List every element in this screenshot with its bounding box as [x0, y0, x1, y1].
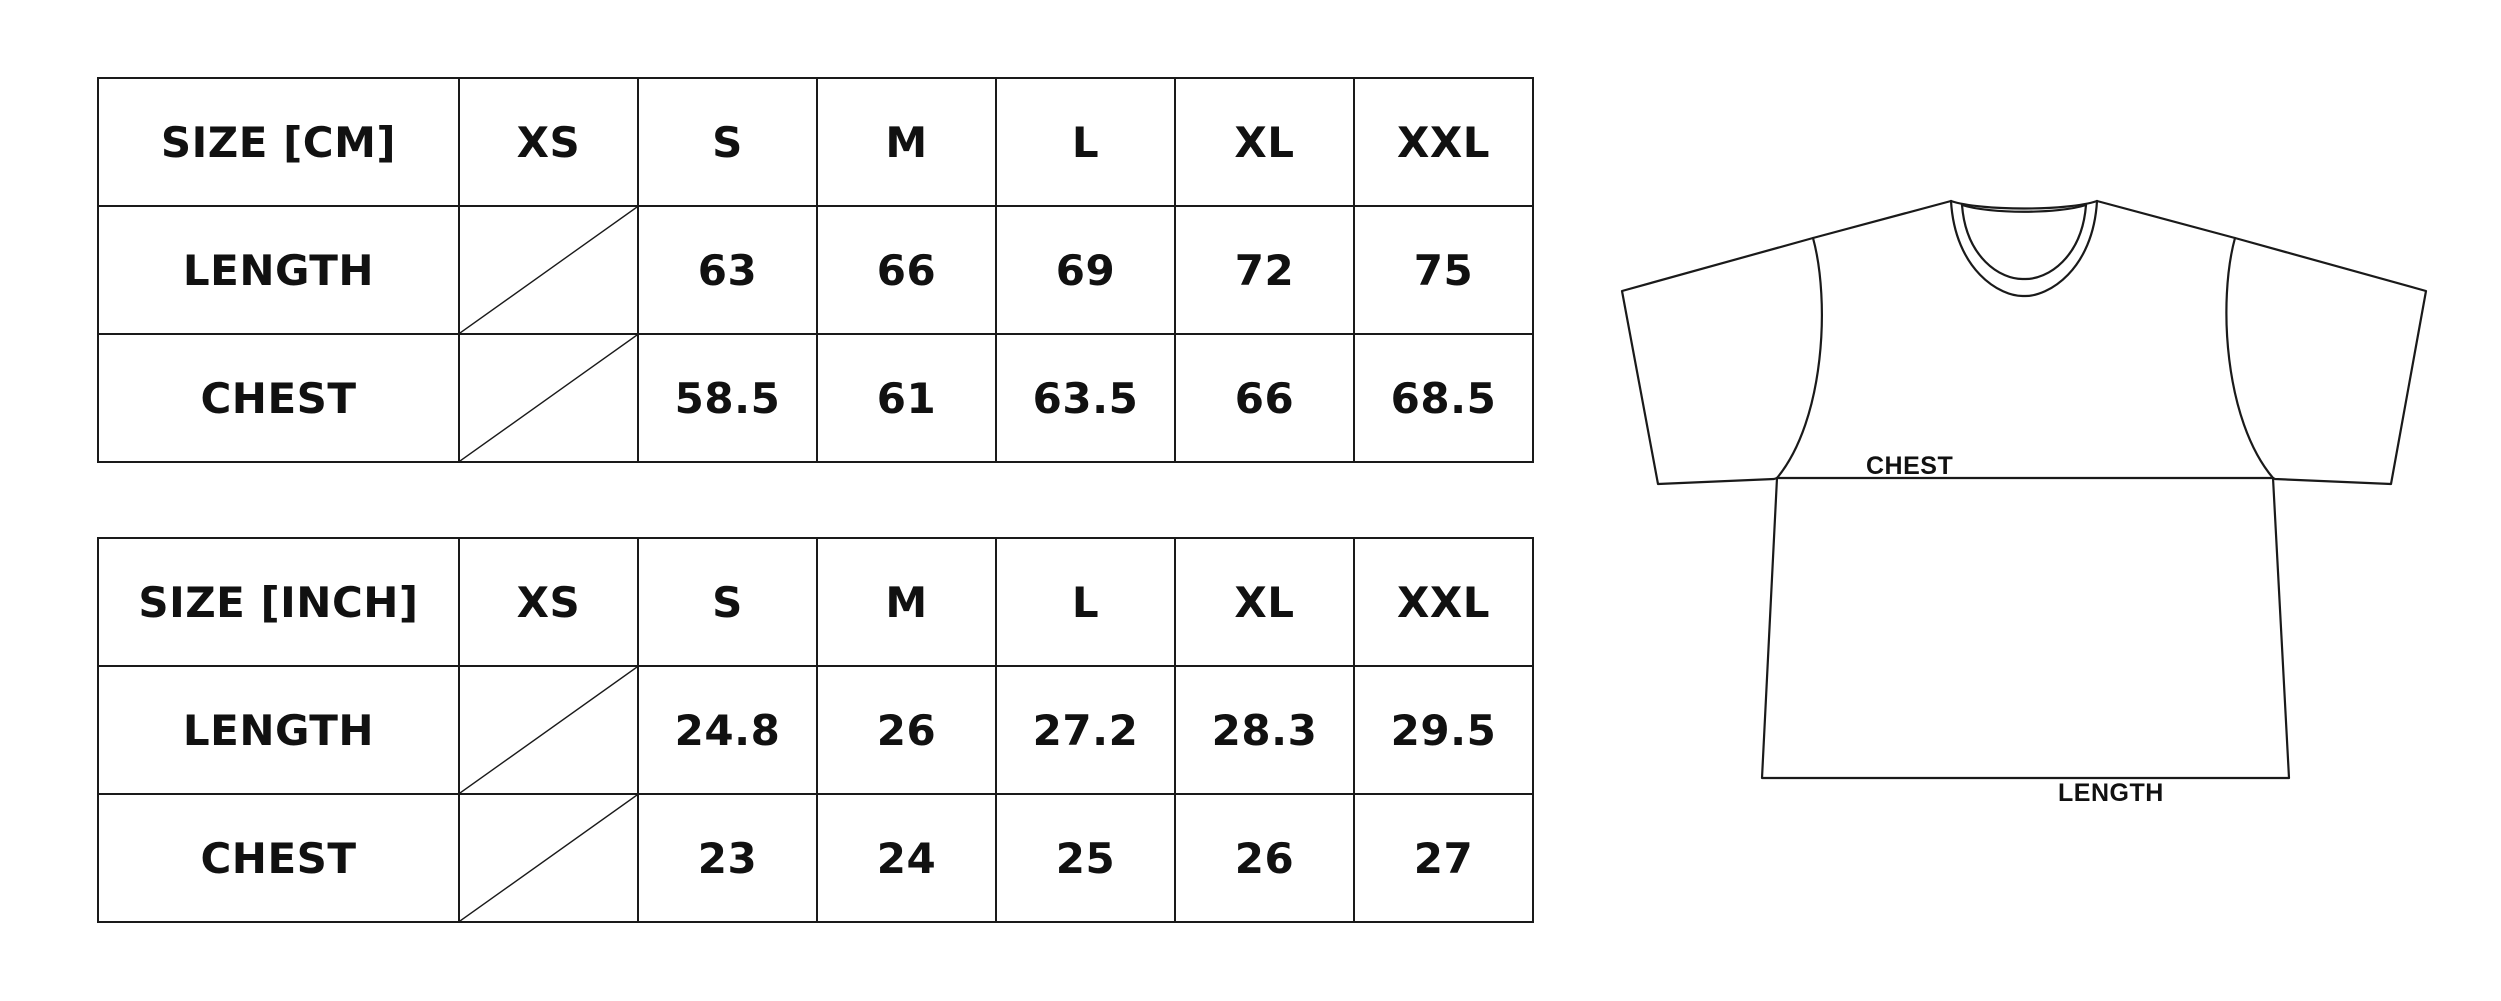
header-size-xs: XS: [458, 537, 639, 667]
row-label-chest: CHEST: [97, 333, 460, 463]
diagonal-slash-icon: [460, 795, 637, 921]
header-size-xl: XL: [1174, 537, 1355, 667]
table-row-length: LENGTH 63 66 69 72 75: [97, 205, 1534, 335]
tshirt-outline-icon: [1620, 199, 2428, 780]
header-size-label: SIZE [INCH]: [97, 537, 460, 667]
value-cell: 29.5: [1353, 665, 1534, 795]
value-cell: 23: [637, 793, 818, 923]
header-size-xxl: XXL: [1353, 77, 1534, 207]
value-cell: 68.5: [1353, 333, 1534, 463]
header-size-xxl: XXL: [1353, 537, 1534, 667]
row-label-length: LENGTH: [97, 205, 460, 335]
value-cell: 28.3: [1174, 665, 1355, 795]
length-measure-label: LENGTH: [2058, 779, 2164, 807]
size-table-inch: SIZE [INCH] XS S M L XL XXL LENGTH 24.8 …: [97, 537, 1534, 923]
diagonal-slash-icon: [460, 335, 637, 461]
value-cell: 63: [637, 205, 818, 335]
header-size-l: L: [995, 77, 1176, 207]
table-row-chest: CHEST 23 24 25 26 27: [97, 793, 1534, 923]
value-cell: 24: [816, 793, 997, 923]
table-row-chest: CHEST 58.5 61 63.5 66 68.5: [97, 333, 1534, 463]
value-cell: 75: [1353, 205, 1534, 335]
header-size-s: S: [637, 77, 818, 207]
chest-measure-label: CHEST: [1866, 452, 1954, 480]
value-cell: 24.8: [637, 665, 818, 795]
header-size-m: M: [816, 77, 997, 207]
table-header-row: SIZE [INCH] XS S M L XL XXL: [97, 537, 1534, 667]
not-available-cell: [458, 793, 639, 923]
header-size-s: S: [637, 537, 818, 667]
row-label-chest: CHEST: [97, 793, 460, 923]
value-cell: 25: [995, 793, 1176, 923]
value-cell: 26: [816, 665, 997, 795]
header-size-m: M: [816, 537, 997, 667]
header-size-xs: XS: [458, 77, 639, 207]
value-cell: 27: [1353, 793, 1534, 923]
not-available-cell: [458, 665, 639, 795]
value-cell: 66: [816, 205, 997, 335]
table-row-length: LENGTH 24.8 26 27.2 28.3 29.5: [97, 665, 1534, 795]
value-cell: 66: [1174, 333, 1355, 463]
row-label-length: LENGTH: [97, 665, 460, 795]
value-cell: 61: [816, 333, 997, 463]
header-size-xl: XL: [1174, 77, 1355, 207]
value-cell: 58.5: [637, 333, 818, 463]
value-cell: 72: [1174, 205, 1355, 335]
header-size-label: SIZE [CM]: [97, 77, 460, 207]
header-size-l: L: [995, 537, 1176, 667]
not-available-cell: [458, 333, 639, 463]
not-available-cell: [458, 205, 639, 335]
value-cell: 26: [1174, 793, 1355, 923]
value-cell: 69: [995, 205, 1176, 335]
size-table-cm: SIZE [CM] XS S M L XL XXL LENGTH 63 66 6…: [97, 77, 1534, 463]
table-header-row: SIZE [CM] XS S M L XL XXL: [97, 77, 1534, 207]
diagonal-slash-icon: [460, 667, 637, 793]
value-cell: 63.5: [995, 333, 1176, 463]
value-cell: 27.2: [995, 665, 1176, 795]
diagonal-slash-icon: [460, 207, 637, 333]
